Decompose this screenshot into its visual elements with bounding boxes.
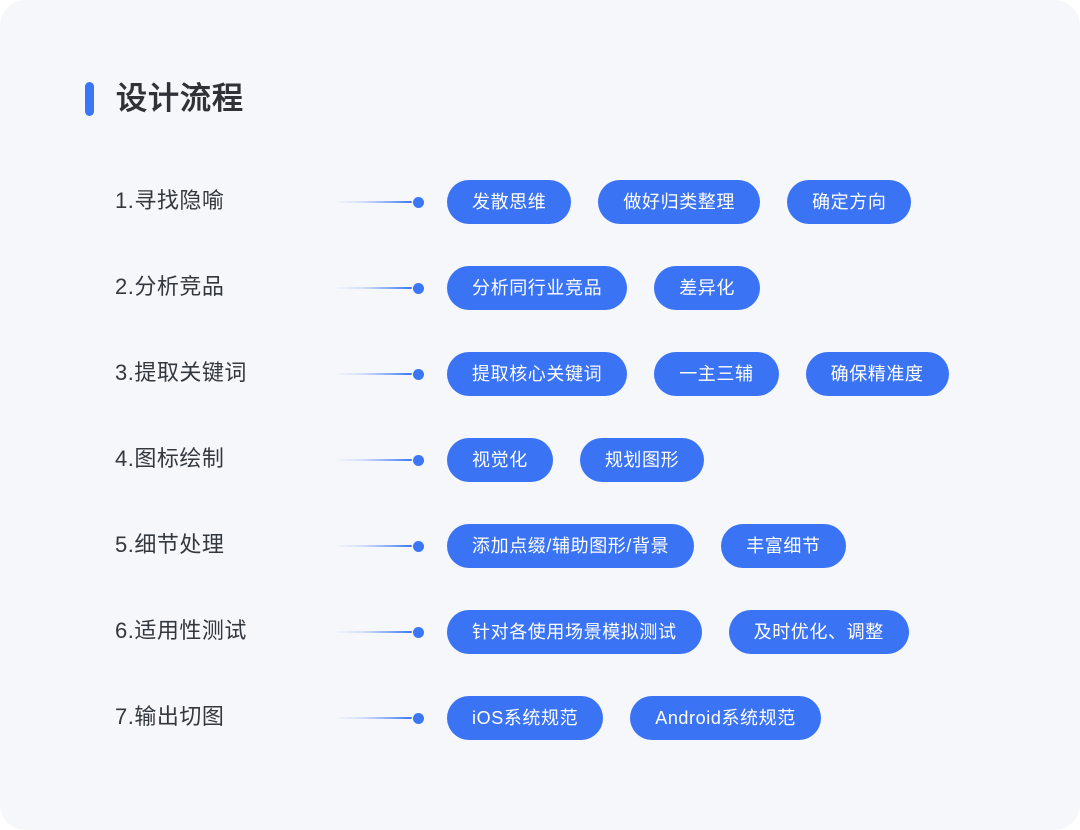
connector-dot-icon xyxy=(413,627,424,638)
connector-arrow-icon xyxy=(336,627,424,638)
step-label: 7.输出切图 xyxy=(115,704,225,729)
pill-tag[interactable]: 差异化 xyxy=(654,266,761,310)
connector-arrow-icon xyxy=(336,541,424,552)
connector-dot-icon xyxy=(413,369,424,380)
step-label: 4.图标绘制 xyxy=(115,446,225,471)
pill-tag[interactable]: 规划图形 xyxy=(579,438,705,482)
step-label: 5.细节处理 xyxy=(115,532,225,557)
connector-arrow-icon xyxy=(336,455,424,466)
flow-row: 7.输出切图 iOS系统规范 Android系统规范 xyxy=(0,688,1080,774)
connector-dot-icon xyxy=(413,541,424,552)
connector-arrow-icon xyxy=(336,283,424,294)
connector-line xyxy=(336,201,412,204)
page-header: 设计流程 xyxy=(85,78,244,120)
connector-dot-icon xyxy=(413,197,424,208)
pill-tag[interactable]: 确定方向 xyxy=(787,180,912,224)
connector-line xyxy=(336,459,412,462)
pill-group: 针对各使用场景模拟测试及时优化、调整 xyxy=(447,610,909,654)
pill-tag[interactable]: 丰富细节 xyxy=(721,524,846,568)
pill-tag[interactable]: 添加点缀/辅助图形/背景 xyxy=(447,524,695,568)
pill-tag[interactable]: 提取核心关键词 xyxy=(447,352,628,396)
flow-row: 3.提取关键词 提取核心关键词一主三辅确保精准度 xyxy=(0,344,1080,430)
connector-dot-icon xyxy=(413,455,424,466)
pill-tag[interactable]: Android系统规范 xyxy=(630,696,821,740)
flow-row: 2.分析竞品 分析同行业竞品差异化 xyxy=(0,258,1080,344)
connector-line xyxy=(336,717,412,720)
pill-tag[interactable]: 分析同行业竞品 xyxy=(447,266,628,310)
pill-group: iOS系统规范 Android系统规范 xyxy=(447,696,821,740)
step-label: 1.寻找隐喻 xyxy=(115,188,225,213)
connector-line xyxy=(336,373,412,376)
flow-step-list: 1.寻找隐喻 发散思维做好归类整理确定方向 2.分析竞品 分析同行业竞品差异化 3.提取… xyxy=(0,172,1080,774)
pill-tag[interactable]: 确保精准度 xyxy=(805,352,949,396)
pill-tag[interactable]: 一主三辅 xyxy=(654,352,779,396)
pill-tag[interactable]: 视觉化 xyxy=(447,438,553,482)
pill-group: 发散思维做好归类整理确定方向 xyxy=(447,180,912,224)
pill-group: 分析同行业竞品差异化 xyxy=(447,266,761,310)
connector-dot-icon xyxy=(413,283,424,294)
page-title: 设计流程 xyxy=(116,81,244,116)
pill-group: 提取核心关键词一主三辅确保精准度 xyxy=(447,352,949,396)
connector-dot-icon xyxy=(413,713,424,724)
pill-tag[interactable]: 发散思维 xyxy=(447,180,572,224)
step-label: 3.提取关键词 xyxy=(115,360,247,385)
pill-tag[interactable]: 及时优化、调整 xyxy=(728,610,909,654)
flow-row: 6.适用性测试 针对各使用场景模拟测试及时优化、调整 xyxy=(0,602,1080,688)
flow-row: 1.寻找隐喻 发散思维做好归类整理确定方向 xyxy=(0,172,1080,258)
connector-arrow-icon xyxy=(336,713,424,724)
connector-line xyxy=(336,631,412,634)
flow-row: 4.图标绘制 视觉化规划图形 xyxy=(0,430,1080,516)
flow-row: 5.细节处理 添加点缀/辅助图形/背景丰富细节 xyxy=(0,516,1080,602)
pill-group: 添加点缀/辅助图形/背景丰富细节 xyxy=(447,524,846,568)
pill-group: 视觉化规划图形 xyxy=(447,438,705,482)
pill-tag[interactable]: iOS系统规范 xyxy=(447,696,604,740)
pill-tag[interactable]: 做好归类整理 xyxy=(598,180,761,224)
step-label: 2.分析竞品 xyxy=(115,274,225,299)
connector-arrow-icon xyxy=(336,197,424,208)
connector-arrow-icon xyxy=(336,369,424,380)
title-accent-bar xyxy=(85,82,94,116)
connector-line xyxy=(336,287,412,290)
connector-line xyxy=(336,545,412,548)
pill-tag[interactable]: 针对各使用场景模拟测试 xyxy=(447,610,702,654)
step-label: 6.适用性测试 xyxy=(115,618,247,643)
